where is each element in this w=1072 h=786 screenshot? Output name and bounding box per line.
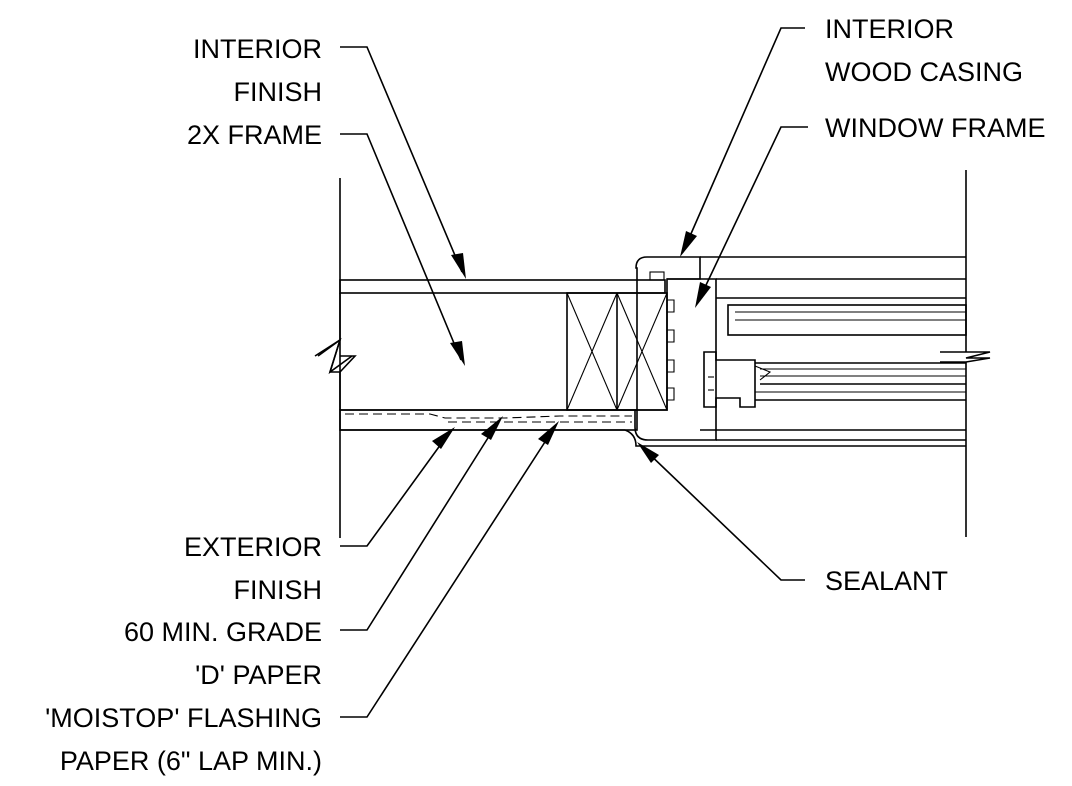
grade-d-paper-line xyxy=(345,413,632,419)
exterior-finish-layer xyxy=(339,409,638,431)
label-grade-d-paper-line1: 60 MIN. GRADE xyxy=(124,617,322,647)
label-exterior-finish-line2: FINISH xyxy=(233,575,322,605)
window-assembly xyxy=(624,170,991,537)
label-interior-finish-line1: INTERIOR xyxy=(193,34,322,64)
window-break-symbol xyxy=(940,351,991,363)
label-exterior-finish-line1: EXTERIOR xyxy=(184,532,322,562)
label-interior-finish-line2: FINISH xyxy=(233,77,322,107)
wall-assembly xyxy=(314,178,668,538)
label-moistop-flashing-line2: PAPER (6" LAP MIN.) xyxy=(60,746,322,776)
leader-lines xyxy=(340,27,808,718)
label-2x-frame: 2X FRAME xyxy=(187,120,322,150)
label-window-frame: WINDOW FRAME xyxy=(825,113,1045,143)
sealant-bead xyxy=(624,429,650,447)
label-moistop-flashing-line1: 'MOISTOP' FLASHING xyxy=(45,703,322,733)
callout-labels: INTERIOR FINISH 2X FRAME INTERIOR WOOD C… xyxy=(45,14,1045,776)
interior-wood-casing xyxy=(635,256,701,411)
interior-finish-layer xyxy=(339,279,666,294)
glazing xyxy=(754,362,966,401)
label-interior-wood-casing-line2: WOOD CASING xyxy=(825,57,1023,87)
window-frame xyxy=(634,278,717,441)
2x-frame-member xyxy=(566,292,668,411)
label-grade-d-paper-line2: 'D' PAPER xyxy=(195,660,322,690)
label-sealant: SEALANT xyxy=(825,566,948,596)
label-interior-wood-casing-line1: INTERIOR xyxy=(825,14,954,44)
